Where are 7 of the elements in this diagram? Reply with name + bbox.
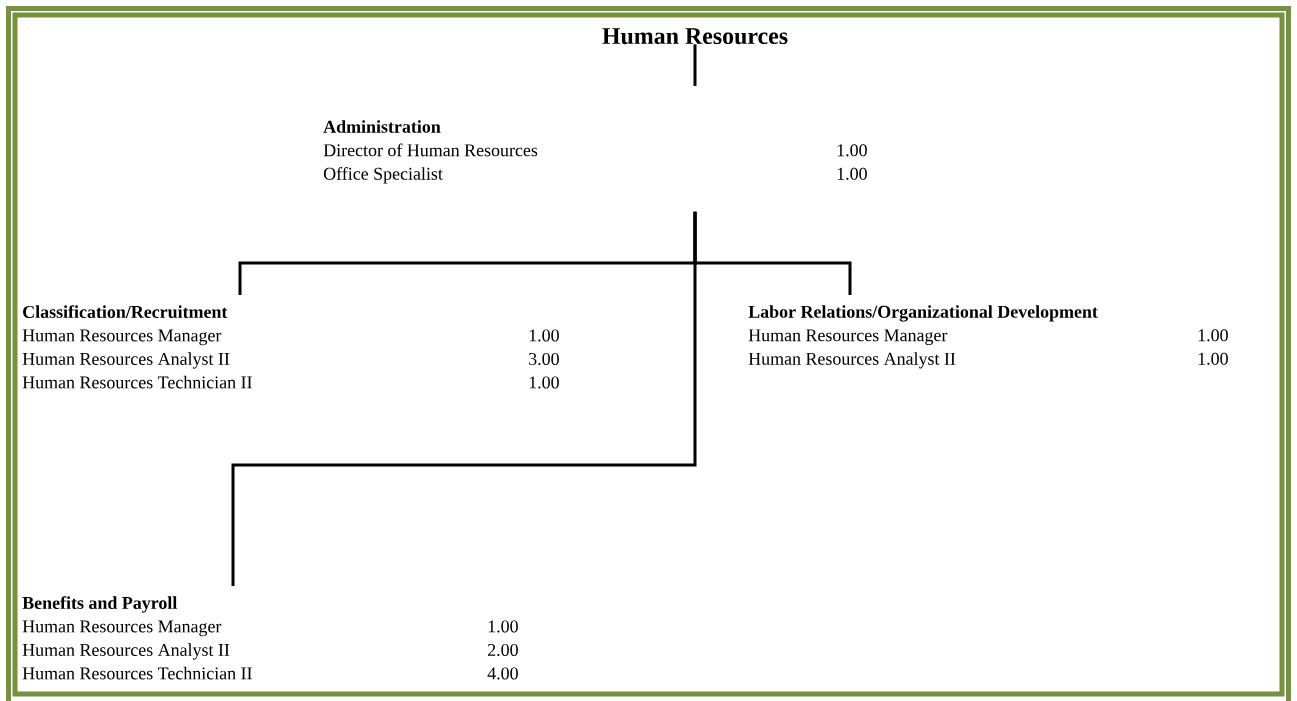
connector-line	[693, 44, 697, 86]
connector-line	[231, 211, 697, 586]
position-list: Benefits and Payroll Human Resources Manager 1.00 Human Resources Analyst II 2.00 Human Resources Technician II 4.00	[22, 596, 518, 680]
position-list: Labor Relations/Organizational Development Human Resources Manager 1.00 Human Resources Analyst II 1.00	[748, 305, 1228, 369]
heading: Human Resources	[602, 28, 788, 45]
position-list: Administration Director of Human Resources 1.00 Office Specialist 1.00	[323, 120, 867, 184]
position-list: Classification/Recruitment Human Resources Manager 1.00 Human Resources Analyst II 3.00 Human Resources Technician II 1.00	[22, 305, 559, 389]
